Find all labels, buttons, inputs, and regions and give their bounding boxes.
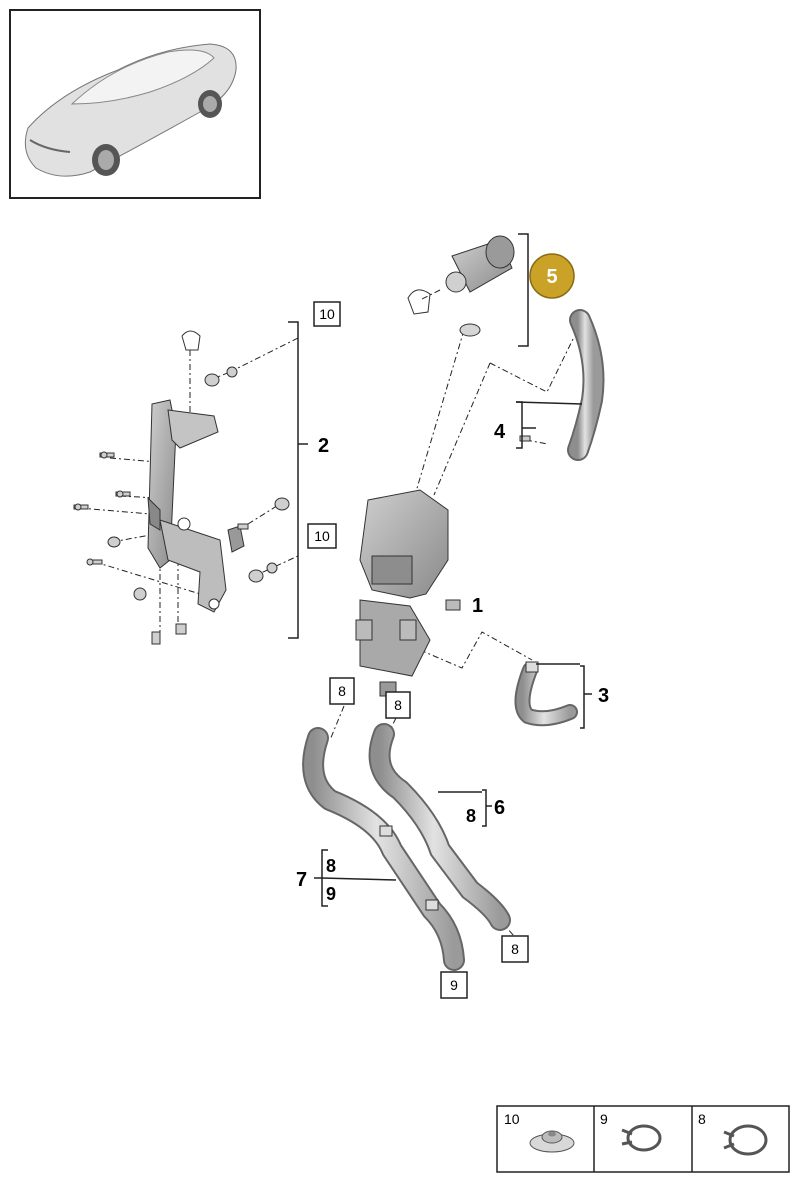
svg-text:8: 8 bbox=[394, 697, 402, 713]
callout-5-highlight[interactable]: 5 bbox=[529, 253, 575, 299]
legend-item-10[interactable]: 10 bbox=[504, 1111, 575, 1153]
svg-text:8: 8 bbox=[511, 941, 519, 957]
callout-7-ref-9: 9 bbox=[326, 884, 336, 904]
svg-text:10: 10 bbox=[314, 528, 330, 544]
callout-4-label[interactable]: 4 bbox=[494, 421, 506, 443]
callout-3-label[interactable]: 3 bbox=[598, 685, 609, 707]
ref-box-8-bottom[interactable]: 8 bbox=[501, 935, 529, 963]
coolant-hoses-lower bbox=[302, 723, 511, 971]
bracket-lines bbox=[288, 233, 592, 907]
ref-box-10-top[interactable]: 10 bbox=[313, 301, 341, 327]
legend-table: 10 9 8 bbox=[496, 1105, 790, 1173]
callout-5-label: 5 bbox=[546, 266, 557, 288]
svg-text:8: 8 bbox=[338, 683, 346, 699]
fasteners bbox=[73, 330, 290, 645]
callout-1-label[interactable]: 1 bbox=[472, 595, 483, 617]
auxiliary-heater-unit bbox=[355, 489, 461, 697]
svg-text:10: 10 bbox=[504, 1111, 520, 1127]
callout-7-label[interactable]: 7 bbox=[296, 869, 307, 891]
callout-2-label[interactable]: 2 bbox=[318, 435, 329, 457]
hose-clamp-icon bbox=[723, 1124, 768, 1156]
washer-nut-icon bbox=[529, 1130, 575, 1153]
vehicle-thumbnail bbox=[9, 9, 261, 199]
legend-item-9[interactable]: 9 bbox=[600, 1111, 662, 1152]
coolant-hose-upper bbox=[519, 309, 605, 461]
clip-icon bbox=[181, 330, 201, 351]
car-icon bbox=[24, 43, 237, 177]
ref-box-8-left[interactable]: 8 bbox=[329, 677, 355, 705]
svg-text:8: 8 bbox=[698, 1111, 706, 1127]
callout-6-ref-8: 8 bbox=[466, 806, 476, 826]
bracket-assembly bbox=[147, 399, 245, 613]
svg-text:9: 9 bbox=[600, 1111, 608, 1127]
ref-box-10-mid[interactable]: 10 bbox=[307, 523, 337, 549]
legend-item-8[interactable]: 8 bbox=[698, 1111, 768, 1156]
callout-7-ref-8: 8 bbox=[326, 856, 336, 876]
ref-box-8-right[interactable]: 8 bbox=[385, 691, 411, 719]
svg-text:10: 10 bbox=[319, 306, 335, 322]
callout-6-label[interactable]: 6 bbox=[494, 797, 505, 819]
exhaust-boot bbox=[407, 235, 515, 337]
ref-box-9-bottom[interactable]: 9 bbox=[440, 971, 468, 999]
hose-clamp-icon bbox=[621, 1124, 662, 1152]
svg-text:9: 9 bbox=[450, 977, 458, 993]
coolant-hose-small bbox=[514, 661, 578, 727]
